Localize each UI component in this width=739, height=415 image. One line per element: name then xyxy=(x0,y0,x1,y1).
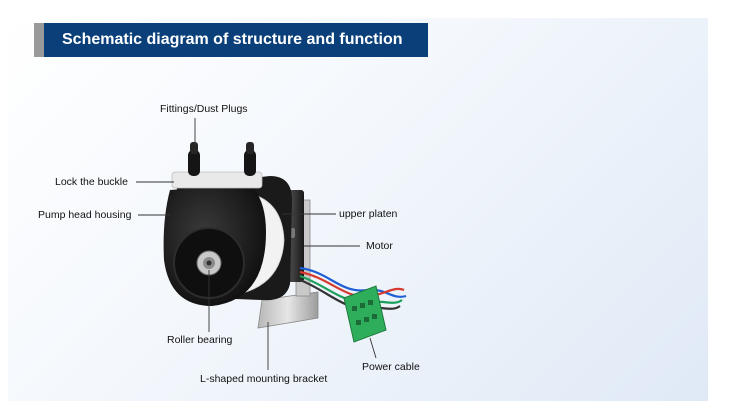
page-title: Schematic diagram of structure and funct… xyxy=(62,31,403,48)
label-roller-bearing: Roller bearing xyxy=(167,334,233,346)
title-banner: Schematic diagram of structure and funct… xyxy=(34,23,428,57)
leader-lines xyxy=(136,118,377,370)
title-background xyxy=(44,23,428,57)
label-motor: Motor xyxy=(366,240,393,252)
label-pump-head-housing: Pump head housing xyxy=(38,209,132,221)
label-mounting-bracket: L-shaped mounting bracket xyxy=(200,373,328,385)
dust-plugs-shape xyxy=(188,142,256,176)
label-power-cable: Power cable xyxy=(362,361,420,373)
label-upper-platen: upper platen xyxy=(339,208,398,220)
label-lock-buckle: Lock the buckle xyxy=(55,176,128,188)
label-fittings: Fittings/Dust Plugs xyxy=(160,103,248,115)
title-accent-bar xyxy=(34,23,44,57)
connector-shape xyxy=(343,285,387,343)
leader-power-cable xyxy=(369,337,377,359)
